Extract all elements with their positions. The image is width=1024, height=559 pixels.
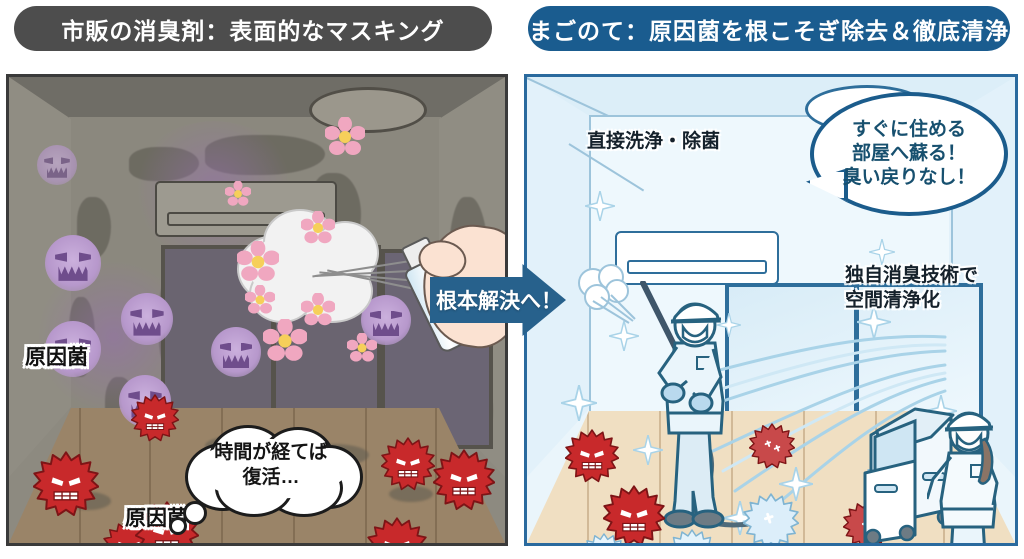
transition-arrow: 根本解決へ！ [430, 264, 566, 336]
ghost-mouth [223, 355, 249, 368]
speech-line-1: すぐに住める [851, 118, 966, 140]
floor-plank [659, 411, 661, 543]
left-panel-header-text: 市販の消臭剤：表面的なマスキング [61, 17, 445, 44]
ghost-eye-right [61, 157, 70, 165]
thought-line-2: 復活… [242, 466, 300, 488]
flower-icon [325, 117, 365, 157]
red-germ-icon [749, 423, 795, 469]
ghost-mouth [133, 322, 161, 336]
thought-bubble: 時間が経てば 復活… [169, 425, 363, 535]
red-germ-icon [367, 517, 427, 543]
ghost-eye-left [128, 391, 140, 400]
door-mullion [854, 287, 859, 477]
red-germ-icon [381, 437, 435, 491]
red-germ-icon [33, 451, 99, 517]
flower-icon [301, 211, 335, 245]
ghost-eye-left [370, 310, 381, 319]
sparkle-icon [609, 321, 639, 351]
faded-germ-icon [667, 529, 717, 543]
odor-ghost-icon [211, 327, 261, 377]
flower-icon [237, 241, 279, 283]
worker-with-deodorizer [927, 401, 1015, 543]
label-unique-deodorizing-tech: 独自消臭技術で 空間清浄化 [845, 263, 978, 313]
arrow-label: 根本解決へ！ [436, 290, 562, 313]
dirty-room-scene: 時間が経てば 復活… 原因菌 原因菌 [9, 77, 505, 543]
ghost-mouth [373, 323, 399, 336]
thought-bubble-text: 時間が経てば 復活… [185, 441, 357, 490]
label-cause-bacteria-top: 原因菌 [25, 346, 88, 369]
flower-icon [245, 285, 275, 315]
deodorizing-line-1: 独自消臭技術で [845, 265, 979, 286]
bubble-dot [183, 501, 207, 525]
bubble-inner [195, 439, 347, 499]
odor-ghost-icon [45, 235, 101, 291]
ghost-mouth [46, 167, 68, 178]
floor-plank [731, 411, 733, 543]
thought-line-1: 時間が経てば [214, 442, 328, 463]
right-panel-header-text: まごのて：原因菌を根こそぎ除去＆徹底清浄 [529, 17, 1009, 44]
flower-icon [263, 319, 307, 363]
ghost-eye-left [130, 309, 142, 318]
floor-plank [803, 411, 805, 543]
red-germ-icon [565, 429, 619, 483]
ghost-eye-left [55, 338, 68, 348]
right-panel-header: まごのて：原因菌を根こそぎ除去＆徹底清浄 [528, 6, 1010, 51]
bubble-dot [169, 517, 187, 535]
red-germ-icon [433, 449, 495, 511]
ghost-eye-right [391, 310, 402, 319]
sparkle-icon [779, 467, 813, 501]
label-direct-wash-sterilize: 直接洗浄・除菌 [587, 131, 721, 152]
floor-plank [365, 408, 367, 543]
deodorizer-machine [853, 377, 959, 543]
red-germ-icon [131, 394, 179, 442]
ghost-eye-right [78, 252, 91, 262]
ghost-eye-left [55, 252, 68, 262]
ghost-mouth [58, 266, 88, 281]
flower-icon [347, 333, 377, 363]
floor-plank [435, 408, 437, 543]
speech-bubble-text: すぐに住める 部屋へ蘇る！ 臭い戻りなし！ [810, 92, 1008, 216]
perspective-line [589, 115, 955, 117]
sparkle-icon [857, 305, 891, 339]
left-panel-illustration: 時間が経てば 復活… 原因菌 原因菌 [6, 74, 508, 546]
speech-line-3: 臭い戻りなし！ [842, 167, 976, 189]
odor-ghost-icon [37, 145, 77, 185]
ghost-eye-left [220, 342, 231, 351]
flower-icon [225, 181, 251, 207]
floor-plank [149, 408, 151, 543]
red-germ-icon [603, 485, 665, 543]
speech-line-2: 部屋へ蘇る！ [851, 142, 966, 164]
odor-ghost-icon [121, 293, 173, 345]
ghost-eye-right [152, 309, 164, 318]
left-panel-header: 市販の消臭剤：表面的なマスキング [14, 6, 492, 51]
faded-germ-icon [743, 493, 799, 543]
cleaning-spray-puff [571, 263, 641, 327]
floor-stain [389, 486, 433, 502]
ghost-eye-right [241, 342, 252, 351]
ghost-eye-right [78, 338, 91, 348]
sparkle-icon [561, 385, 597, 421]
speech-bubble: すぐに住める 部屋へ蘇る！ 臭い戻りなし！ [806, 92, 1008, 216]
faded-germ-icon [581, 533, 627, 543]
sparkle-icon [869, 239, 895, 265]
flower-icon [301, 293, 335, 327]
ghost-eye-left [44, 157, 53, 165]
deodorizing-line-2: 空間清浄化 [845, 290, 941, 312]
sparkle-icon [585, 191, 615, 221]
ghost-mouth [58, 352, 88, 367]
odor-ghost-icon [45, 321, 101, 377]
air-conditioner [615, 231, 779, 285]
sparkle-icon [633, 435, 663, 465]
ceiling-light [309, 87, 427, 133]
sparkle-icon [717, 313, 741, 337]
sparkle-icon [925, 395, 957, 427]
worker-with-pressure-washer [635, 281, 755, 529]
